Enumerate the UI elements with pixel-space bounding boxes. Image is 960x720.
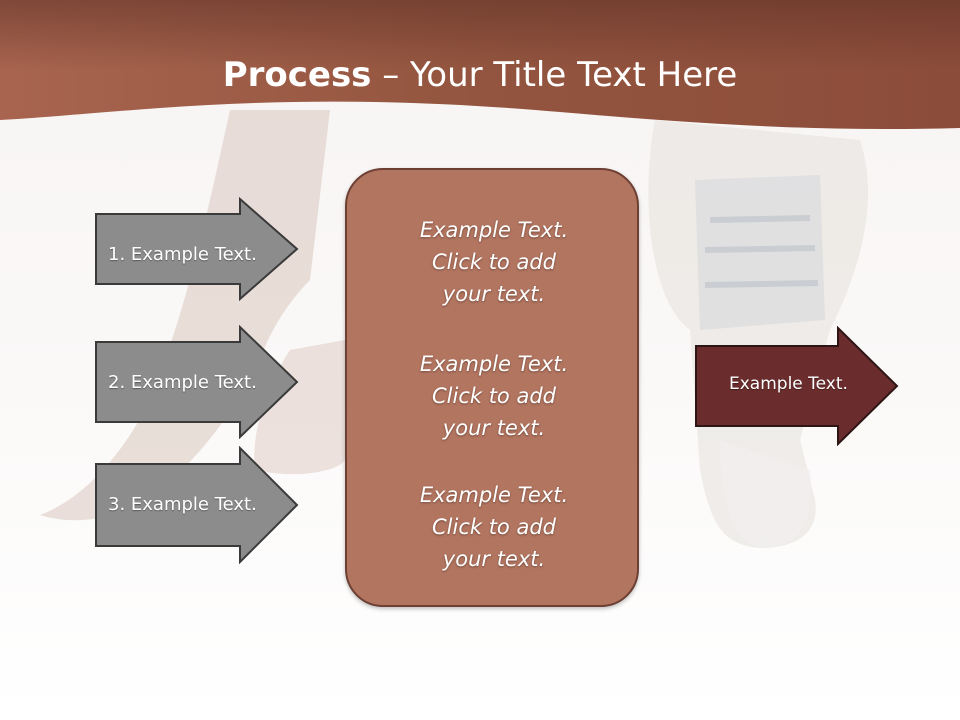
center-item-3-line1: Example Text. [419,483,569,507]
title-bold: Process [222,55,372,95]
left-arrow-3-label: 3. Example Text. [108,494,257,515]
center-item-3-line3: your text. [442,547,546,571]
center-item-3: Example Text. Click to add your text. [347,479,641,575]
center-item-1-line3: your text. [442,282,546,306]
center-item-3-line2: Click to add [431,515,556,539]
left-arrow-3[interactable] [94,446,300,564]
center-text-box[interactable]: Example Text. Click to add your text. Ex… [345,168,639,607]
center-item-1-line1: Example Text. [419,218,569,242]
center-item-2-line2: Click to add [431,384,556,408]
center-item-2-line1: Example Text. [419,352,569,376]
left-arrow-2[interactable] [94,325,300,439]
center-item-2-line3: your text. [442,416,546,440]
slide-title: Process – Your Title Text Here [0,52,960,98]
left-arrow-1[interactable] [94,197,300,301]
left-arrow-1-label: 1. Example Text. [108,244,257,265]
center-item-1: Example Text. Click to add your text. [347,214,641,310]
title-rest: – Your Title Text Here [371,55,738,95]
right-arrow[interactable] [694,326,900,446]
left-arrow-2-label: 2. Example Text. [108,372,257,393]
center-item-2: Example Text. Click to add your text. [347,348,641,444]
center-item-1-line2: Click to add [431,250,556,274]
right-arrow-label: Example Text. [729,374,848,394]
header-band [0,0,960,130]
